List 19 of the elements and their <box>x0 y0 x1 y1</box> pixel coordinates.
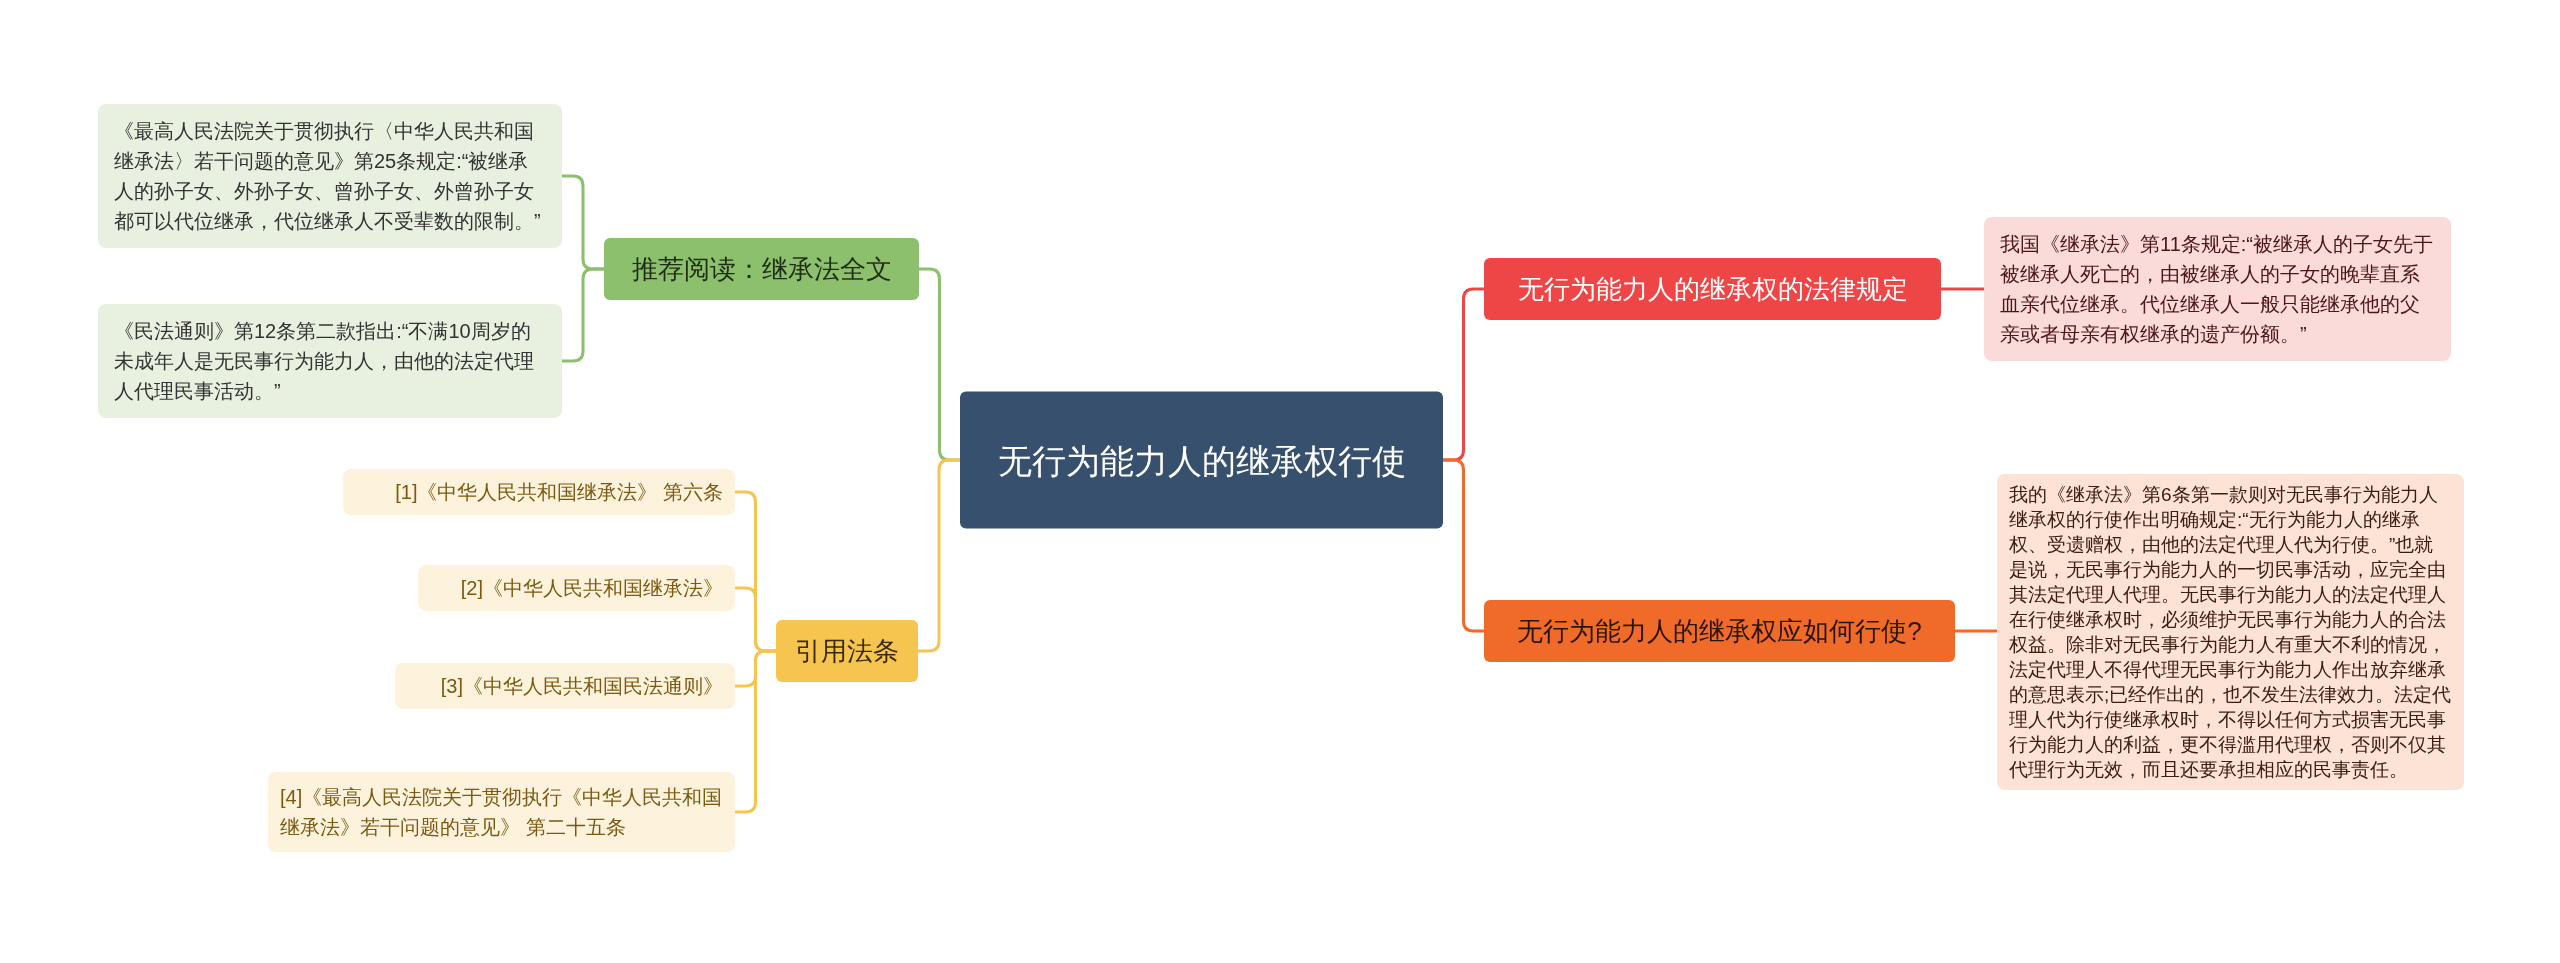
connector-line <box>1955 629 1997 633</box>
note-box: 《最高人民法院关于贯彻执行〈中华人民共和国继承法〉若干问题的意见》第25条规定:“被继承人的孙子女、外孙子女、曾孙子女、外曾孙子女都可以代位继承，代位继承人不受辈数的限制。” <box>98 104 562 248</box>
reference-box: [1]《中华人民共和国继承法》 第六条 <box>343 469 735 515</box>
reference-box: [3]《中华人民共和国民法通则》 <box>395 663 735 709</box>
connector-line <box>1443 458 1484 633</box>
topic-box: 无行为能力人的继承权的法律规定 <box>1484 258 1941 320</box>
connector-line <box>562 267 604 363</box>
topic-box: 引用法条 <box>776 620 918 682</box>
connector-line <box>1941 287 1984 291</box>
note-box: 我的《继承法》第6条第一款则对无民事行为能力人继承权的行使作出明确规定:“无行为能力人的继承权、受遗赠权，由他的法定代理人代为行使。”也就是说，无民事行为能力人的一切民事活动，应完全由其法定代理人代理。无民事行为能力人的法定代理人在行使继承权时，必须维护无民事行为能力人的合法权益。除非对无民事行为能力人有重大不利的情况，法定代理人不得代理无民事行为能力人作出放弃继承的意思表示;已经作出的，也不发生法律效力。法定代理人代为行使继承权时，不得以任何方式损害无民事行为能力人的利益，更不得滥用代理权，否则不仅其代理行为无效，而且还要承担相应的民事责任。 <box>1997 474 2464 790</box>
reference-box: [2]《中华人民共和国继承法》 <box>418 565 735 611</box>
note-box: 《民法通则》第12条第二款指出:“不满10周岁的未成年人是无民事行为能力人，由他的法定代理人代理民事活动。” <box>98 304 562 418</box>
topic-box: 推荐阅读：继承法全文 <box>604 238 919 300</box>
topic-box: 无行为能力人的继承权应如何行使? <box>1484 600 1955 662</box>
reference-box: [4]《最高人民法院关于贯彻执行《中华人民共和国继承法》若干问题的意见》 第二十五条 <box>268 772 735 852</box>
connector-line <box>735 649 776 814</box>
connector-line <box>918 458 960 653</box>
central-topic: 无行为能力人的继承权行使 <box>960 391 1443 529</box>
note-box: 我国《继承法》第11条规定:“被继承人的子女先于被继承人死亡的，由被继承人的子女的晚辈直系血亲代位继承。代位继承人一般只能继承他的父亲或者母亲有权继承的遗产份额。” <box>1984 217 2451 361</box>
